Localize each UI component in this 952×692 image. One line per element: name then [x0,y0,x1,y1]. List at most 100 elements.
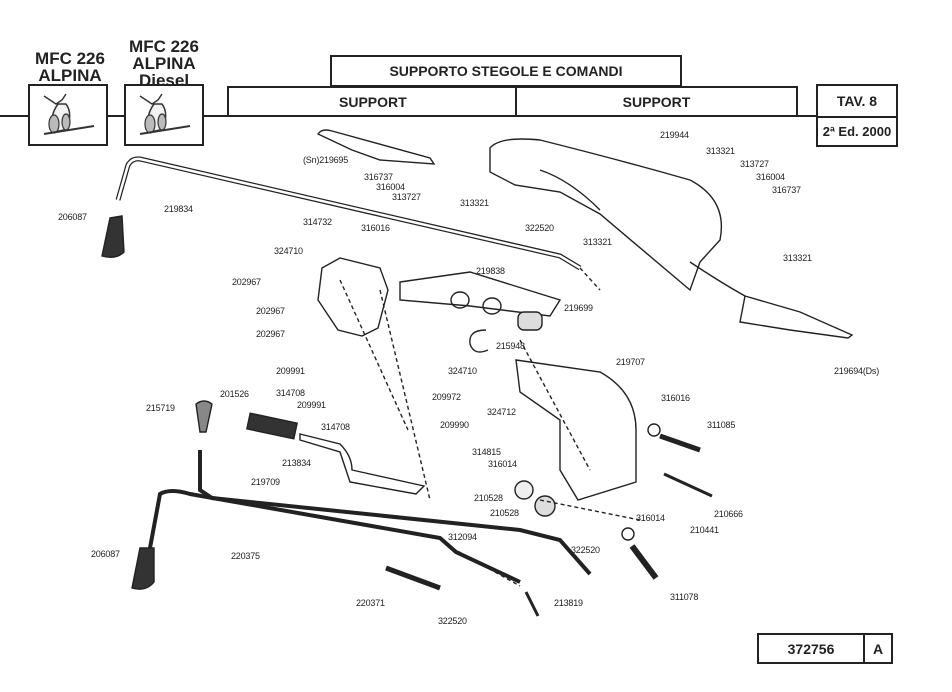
part-label: 316737 [772,185,801,195]
part-label: 316016 [361,223,390,233]
part-label: 209991 [297,400,326,410]
subtitle-box-right: SUPPORT [515,86,798,117]
part-label: 316737 [364,172,393,182]
revision-box: A [863,633,893,664]
model-name: MFC 226 [129,37,199,56]
handlebar-219709 [198,450,592,576]
spring-213819 [524,591,540,617]
rod-210666 [663,472,713,498]
model-title-alpina: MFC 226 ALPINA [30,50,110,84]
part-label: 219944 [660,130,689,140]
part-label: 201526 [220,389,249,399]
bushing-219699 [517,311,543,331]
model-variant: ALPINA [132,54,196,73]
grip-201526 [246,412,298,440]
part-label: 213819 [554,598,583,608]
connector-line [108,115,124,117]
part-label: 314732 [303,217,332,227]
rod-220371 [385,565,441,591]
part-label: 210666 [714,509,743,519]
part-label: 219838 [476,266,505,276]
part-label: 209990 [440,420,469,430]
bolt-311078 [629,544,659,580]
clip-215948 [469,329,489,353]
part-label: 210528 [490,508,519,518]
part-label: 215719 [146,403,175,413]
part-label: 202967 [232,277,261,287]
part-label: 202967 [256,306,285,316]
page-title: SUPPORTO STEGOLE E COMANDI [389,63,623,79]
connector-line [798,115,818,117]
part-label: 311085 [707,420,736,430]
part-label: 219694(Ds) [834,366,880,376]
table-number: TAV. 8 [836,93,878,109]
part-label: 219707 [616,357,645,367]
model-thumbnail-alpina [28,84,108,146]
edition-box: 2ª Ed. 2000 [816,116,898,147]
part-label: 209991 [276,366,305,376]
cover-219944 [489,138,722,292]
connector-line [204,115,228,117]
model-name: MFC 226 [35,49,105,68]
bolt-311085 [659,433,701,453]
part-label: 219834 [164,204,193,214]
revision-letter: A [872,640,884,657]
part-label: 313321 [706,146,735,156]
part-label: 314815 [472,447,501,457]
model-title-alpina-diesel: MFC 226 ALPINA Diesel [124,38,204,89]
part-label: 316004 [376,182,405,192]
lever-213834 [299,433,426,495]
part-label: 324712 [487,407,516,417]
pivot-bar-219838 [399,271,562,317]
part-label: 324710 [274,246,303,256]
edition-label: 2ª Ed. 2000 [822,124,892,139]
part-label: 210441 [690,525,719,535]
part-label: 316014 [488,459,517,469]
part-label: 209972 [432,392,461,402]
part-label: 206087 [58,212,87,222]
part-label: 219699 [564,303,593,313]
part-label: 314708 [276,388,305,398]
title-box-italian: SUPPORTO STEGOLE E COMANDI [330,55,682,87]
tiller-illustration-icon [43,93,95,135]
model-thumbnail-alpina-diesel [124,84,204,146]
drawing-code-box: 372756 [757,633,865,664]
part-label: 210528 [474,493,503,503]
part-label: 312094 [448,532,477,542]
part-label: 313321 [783,253,812,263]
part-label: 316004 [756,172,785,182]
part-label: 220375 [231,551,260,561]
subtitle-right: SUPPORT [622,93,691,110]
part-label: 219709 [251,477,280,487]
subtitle-box-left: SUPPORT [227,86,517,117]
knob-215719 [195,400,213,433]
handlebar-220375 [148,489,521,584]
guard-219694 [739,295,854,339]
part-label: 322520 [525,223,554,233]
part-label: 213834 [282,458,311,468]
part-label: 322520 [571,545,600,555]
part-label: 220371 [356,598,385,608]
model-variant: ALPINA [38,66,102,85]
part-label: 313727 [740,159,769,169]
part-label: 314708 [321,422,350,432]
part-label: 313727 [392,192,421,202]
part-label: 322520 [438,616,467,626]
part-label: 316016 [661,393,690,403]
drawing-code: 372756 [787,640,835,657]
part-label: 324710 [448,366,477,376]
subtitle-left: SUPPORT [339,93,407,110]
part-label: 202967 [256,329,285,339]
shroud-219695 [316,129,436,165]
knob-206087-lower [131,547,155,590]
tiller-illustration-icon [139,93,191,135]
part-label: (Sn)219695 [303,155,349,165]
knob-206087-upper [101,215,125,259]
part-label: 313321 [460,198,489,208]
part-label: 311078 [670,592,699,602]
connector-line [0,115,28,117]
bracket-plate [317,257,389,337]
part-label: 215948 [496,341,525,351]
part-label: 206087 [91,549,120,559]
